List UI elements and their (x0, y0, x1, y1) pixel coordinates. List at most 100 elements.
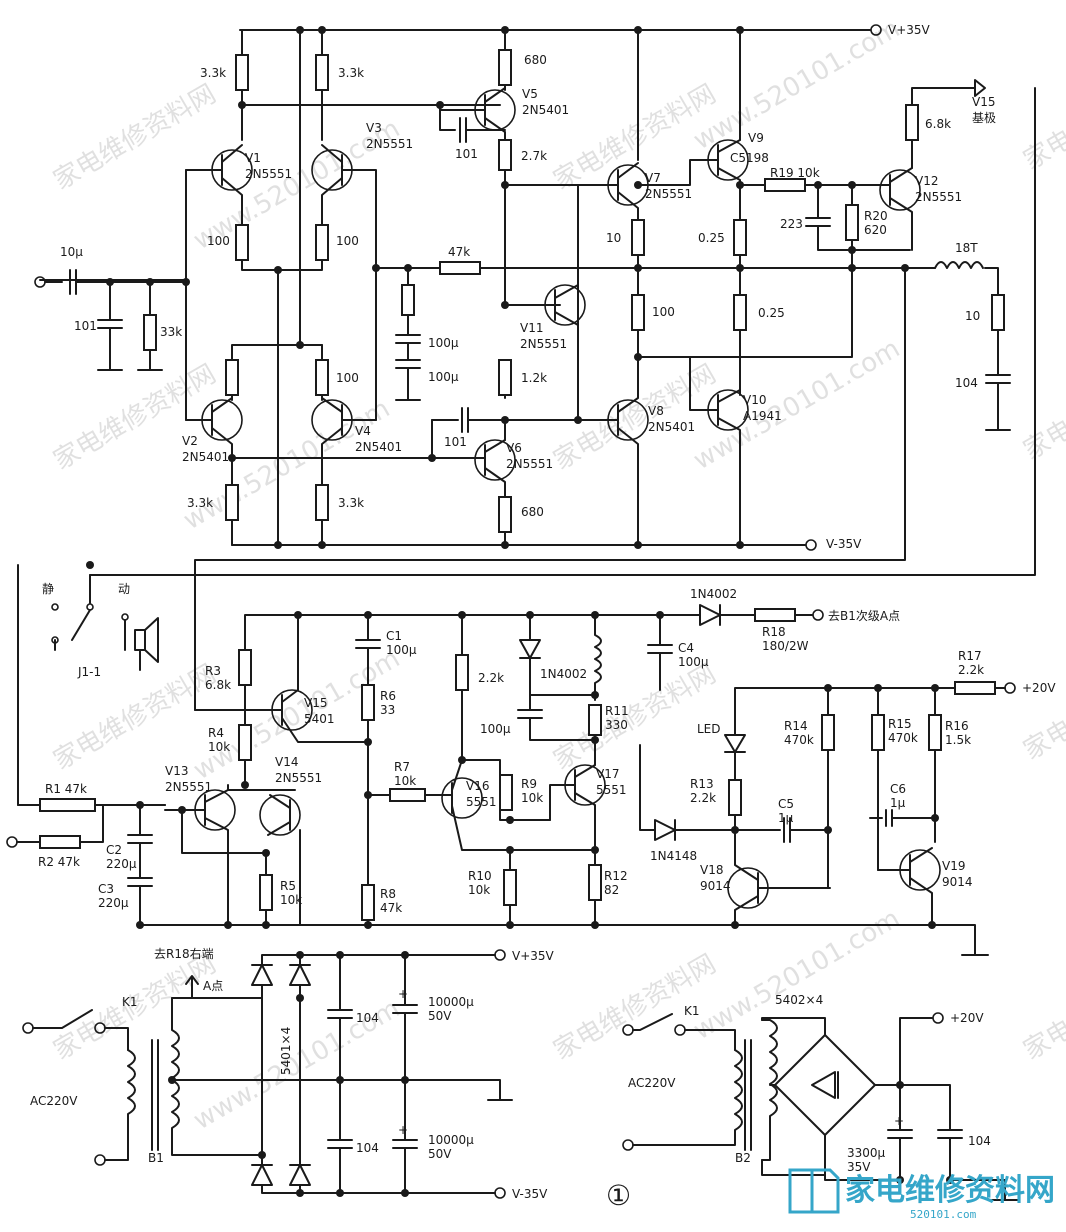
capacitor-label: 223 (780, 217, 803, 231)
svg-text:V3: V3 (366, 121, 382, 135)
static-label: 静 (42, 582, 54, 596)
svg-text:2N5551: 2N5551 (506, 457, 553, 471)
svg-text:V16: V16 (466, 779, 489, 793)
k1-label: K1 (122, 995, 138, 1009)
svg-text:2N5551: 2N5551 (915, 190, 962, 204)
bridge2-label: 5402×4 (775, 993, 823, 1007)
resistor-label: 100 (652, 305, 675, 319)
svg-text:5551: 5551 (596, 783, 627, 797)
svg-text:V12: V12 (915, 174, 938, 188)
svg-text:+: + (398, 1123, 408, 1137)
svg-text:2N5551: 2N5551 (275, 771, 322, 785)
resistor (631, 294, 645, 331)
watermark-url: www.520101.com (689, 14, 906, 156)
resistor (498, 496, 512, 533)
v14-transistor (259, 794, 301, 836)
junction-dots (168, 951, 409, 1197)
resistor (238, 649, 252, 686)
to-r18-note: 去R18右端 (154, 946, 214, 961)
svg-text:V10: V10 (743, 393, 766, 407)
resistor (39, 798, 96, 812)
svg-text:V19: V19 (942, 859, 965, 873)
capacitor-label: 100μ (480, 722, 511, 736)
bridge1-label: 5401×4 (279, 1027, 293, 1075)
watermark-text: 家电维修资料网 (49, 79, 222, 196)
vplus35-psu-label: V+35V (512, 949, 555, 963)
vplus20-label: +20V (1022, 681, 1056, 695)
vminus35-label: V-35V (826, 537, 862, 551)
resistor (235, 54, 249, 91)
resistor (845, 204, 859, 241)
resistor (905, 104, 919, 141)
resistor (225, 484, 239, 521)
resistor (631, 219, 645, 256)
resistor-label: 3.3k (338, 66, 364, 80)
watermark-text: 家电维修资料网 (1019, 59, 1066, 176)
b2-label: B2 (735, 1151, 751, 1165)
resistor (991, 294, 1005, 331)
resistor-label: 47k (448, 245, 470, 259)
inductor-label: 18T (955, 241, 978, 255)
svg-text:V5: V5 (522, 87, 538, 101)
capacitor-label: 104 (356, 1011, 379, 1025)
resistor-label: 2.2k (478, 671, 504, 685)
resistor-label: R2 47k (38, 855, 80, 869)
speaker-relay: 静 动 J1-1 (17, 564, 166, 806)
svg-text:基极: 基极 (972, 111, 996, 125)
resistor (954, 681, 996, 695)
svg-text:C5198: C5198 (730, 151, 769, 165)
resistor (728, 779, 742, 816)
svg-text:2N5401: 2N5401 (355, 440, 402, 454)
resistor (733, 219, 747, 256)
svg-text:2N5401: 2N5401 (182, 450, 229, 464)
svg-text:9014: 9014 (942, 875, 973, 889)
k1b-label: K1 (684, 1004, 700, 1018)
watermark-text: 家电维修资料网 (1019, 649, 1066, 766)
capacitor-label: 100μ (428, 336, 459, 350)
resistor (754, 608, 796, 622)
ac-label: AC220V (30, 1094, 78, 1108)
capacitor-label: 10μ (60, 245, 83, 259)
svg-text:5551: 5551 (466, 795, 497, 809)
svg-text:2N5401: 2N5401 (648, 420, 695, 434)
svg-text:2N5551: 2N5551 (366, 137, 413, 151)
resistor-label: 33k (160, 325, 182, 339)
resistor (498, 139, 512, 171)
resistor-label: 680 (521, 505, 544, 519)
resistor-label: 0.25 (758, 306, 785, 320)
resistor (401, 284, 415, 316)
resistor (259, 874, 273, 911)
dynamic-label: 动 (118, 582, 130, 596)
resistor (733, 294, 747, 331)
svg-text:2N5551: 2N5551 (520, 337, 567, 351)
resistor (498, 359, 512, 396)
svg-text:9014: 9014 (700, 879, 731, 893)
watermark-text: 家电维修资料网 (1019, 349, 1066, 466)
resistor (225, 359, 239, 396)
resistor (499, 774, 513, 811)
resistor (588, 864, 602, 901)
resistor (821, 714, 835, 751)
input-terminal (34, 276, 46, 288)
resistor-label: 0.25 (698, 231, 725, 245)
svg-text:2N5551: 2N5551 (645, 187, 692, 201)
figure-number: ① (606, 1179, 631, 1212)
capacitor-label: 104 (955, 376, 978, 390)
resistor (235, 224, 249, 261)
svg-text:2N5551: 2N5551 (165, 780, 212, 794)
resistor-label: 1.2k (521, 371, 547, 385)
svg-text:+: + (894, 1114, 904, 1128)
logo-subtext: 520101.com (910, 1208, 977, 1221)
